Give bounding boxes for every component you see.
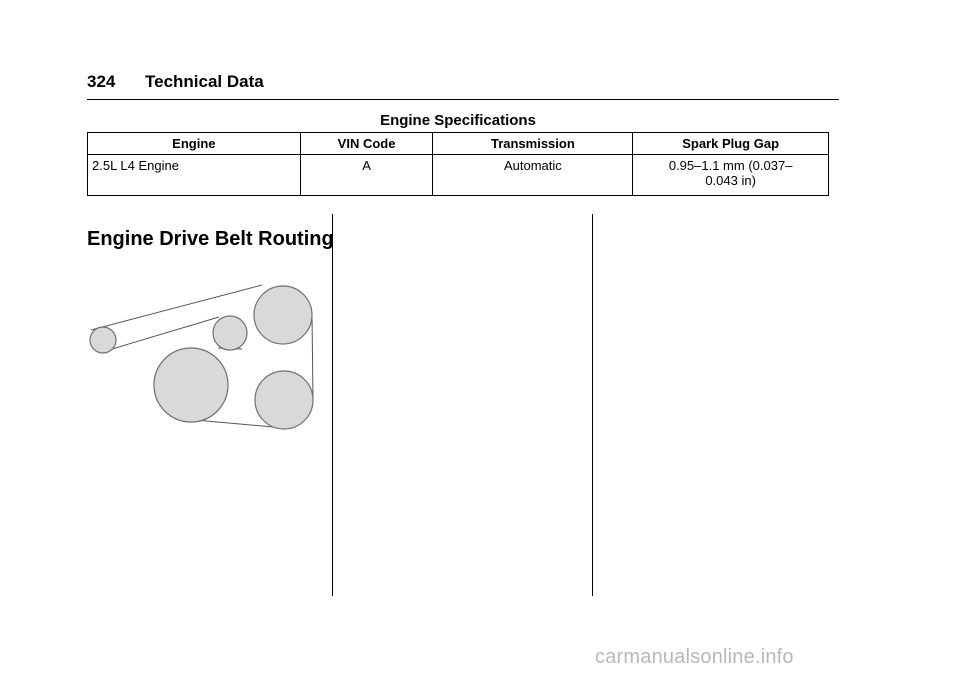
column-header-spark-plug-gap: Spark Plug Gap [632, 132, 829, 155]
column-header-vin-code: VIN Code [299, 132, 434, 155]
column-divider-left [332, 214, 333, 596]
belt-segment [194, 419, 285, 429]
belt-segment [90, 284, 263, 331]
alternator-pulley-icon [253, 285, 313, 345]
ac-compressor-pulley-icon [254, 370, 314, 430]
idler-pulley-icon [89, 326, 117, 354]
belt-routing-heading: Engine Drive Belt Routing [87, 228, 334, 250]
spark-plug-gap-line2: 0.043 in) [705, 173, 756, 188]
engine-spec-table: Engine VIN Code Transmission Spark Plug … [87, 132, 829, 196]
belt-routing-diagram [89, 284, 314, 430]
cell-transmission: Automatic [432, 154, 634, 196]
crankshaft-pulley-icon [153, 347, 229, 423]
column-header-engine: Engine [87, 132, 301, 155]
page-header: 324 Technical Data [87, 70, 839, 100]
tensioner-pulley-icon [212, 315, 248, 351]
table-caption: Engine Specifications [380, 112, 536, 129]
cell-vin-code: A [299, 154, 434, 196]
table-row: 2.5L L4 Engine A Automatic 0.95–1.1 mm (… [87, 154, 829, 196]
spark-plug-gap-line1: 0.95–1.1 mm (0.037– [668, 158, 793, 173]
cell-engine: 2.5L L4 Engine [87, 154, 301, 196]
table-header-row: Engine VIN Code Transmission Spark Plug … [87, 132, 829, 155]
belt-segment [311, 314, 314, 400]
cell-spark-plug-gap: 0.95–1.1 mm (0.037– 0.043 in) [632, 154, 829, 196]
page-number: 324 [87, 72, 116, 91]
column-header-transmission: Transmission [432, 132, 634, 155]
belt-segment [111, 316, 220, 350]
column-divider-right [592, 214, 593, 596]
watermark: carmanualsonline.info [595, 646, 794, 668]
section-title: Technical Data [145, 72, 264, 91]
